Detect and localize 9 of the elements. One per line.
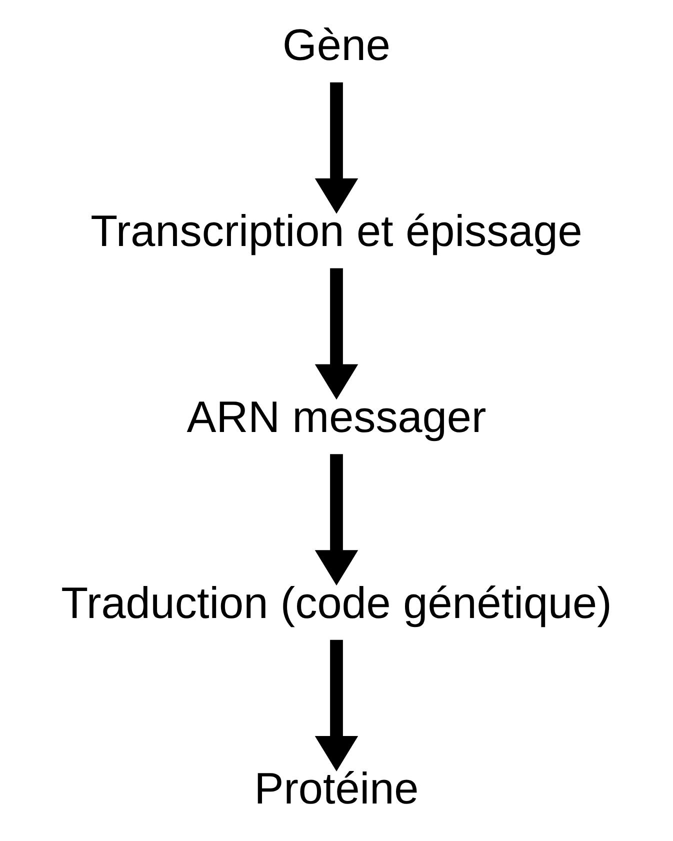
node-text: ARN messager	[186, 392, 486, 442]
node-text: Protéine	[254, 764, 419, 814]
node-text: Transcription et épissage	[90, 207, 582, 256]
node-text: Traduction (code génétique)	[61, 578, 612, 628]
arrow	[314, 640, 358, 772]
arrow	[314, 454, 358, 586]
arrow	[314, 82, 358, 214]
node-text: Gène	[282, 21, 391, 70]
arrow	[314, 268, 358, 400]
